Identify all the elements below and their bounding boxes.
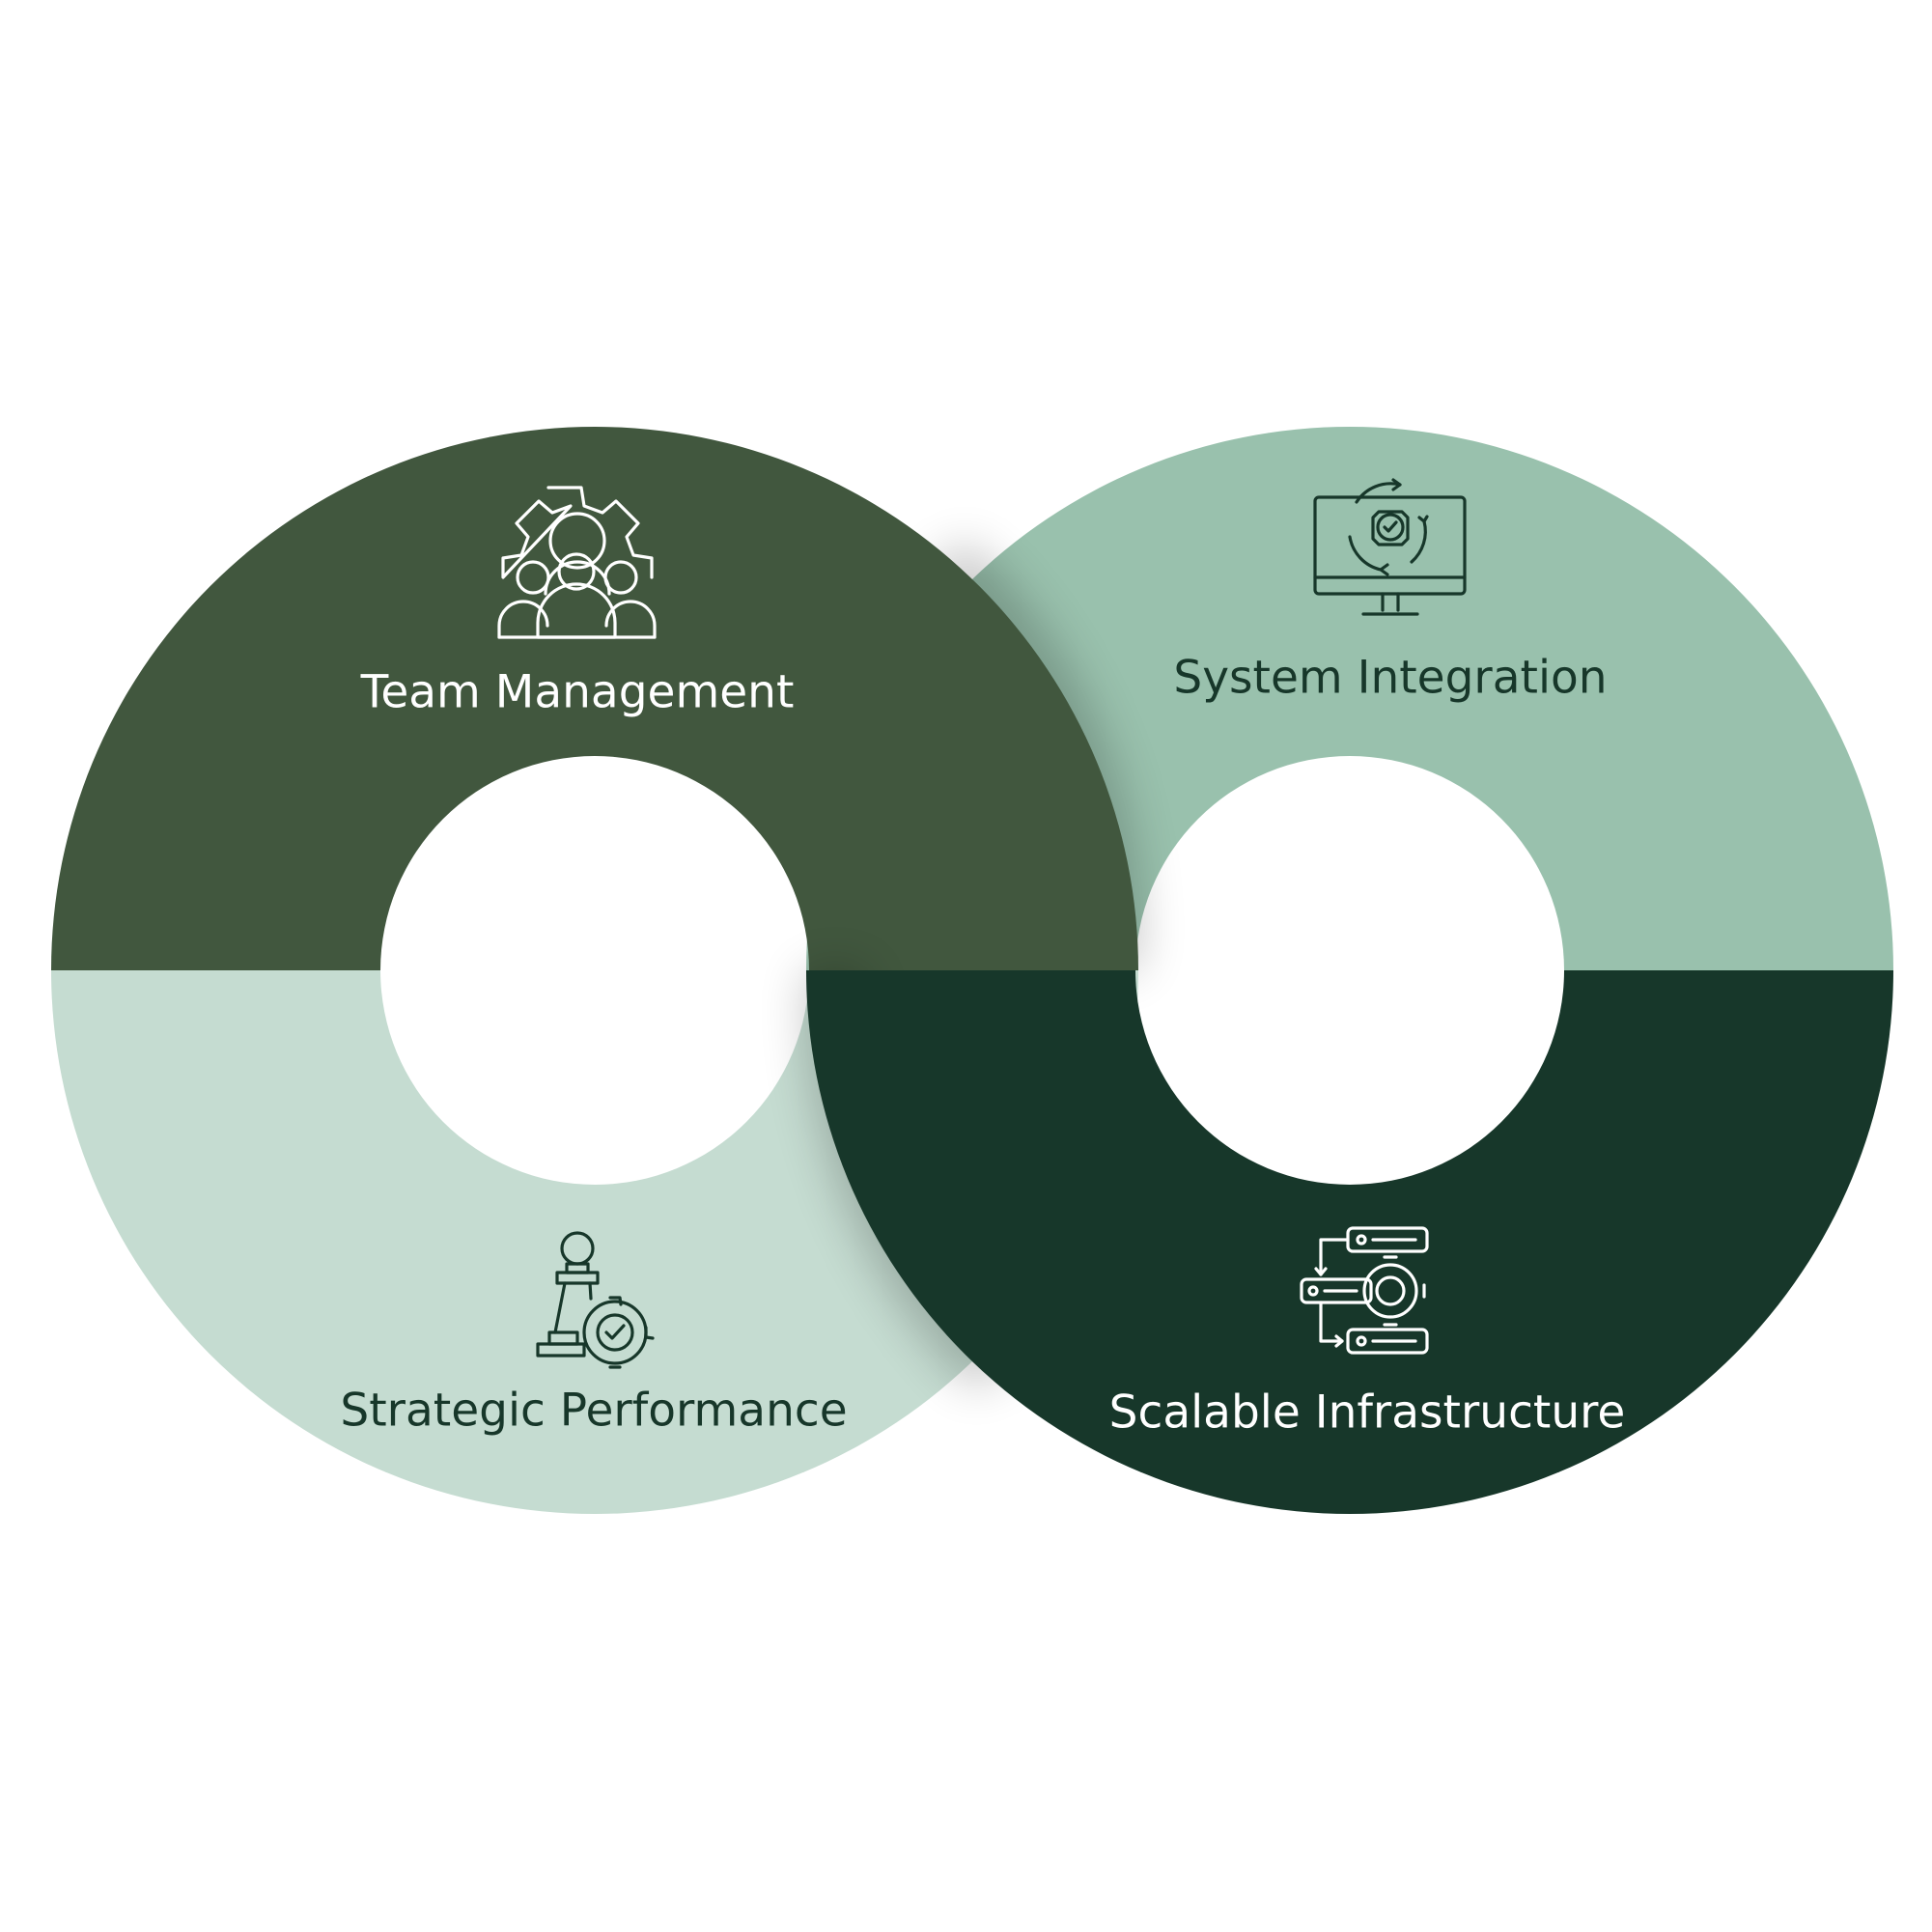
server-gear-flow-icon (1300, 1226, 1429, 1355)
label-team-management: Team Management (360, 666, 795, 719)
segment-scalable-infrastructure (806, 970, 1893, 1514)
segment-team-management (51, 427, 1138, 970)
monitor-sync-icon (1313, 478, 1467, 616)
team-gear-icon (497, 486, 657, 639)
label-strategic-performance: Strategic Performance (340, 1385, 847, 1438)
label-scalable-infrastructure: Scalable Infrastructure (1109, 1386, 1626, 1440)
label-system-integration: System Integration (1173, 652, 1607, 705)
chess-pawn-gear-icon (536, 1231, 655, 1369)
